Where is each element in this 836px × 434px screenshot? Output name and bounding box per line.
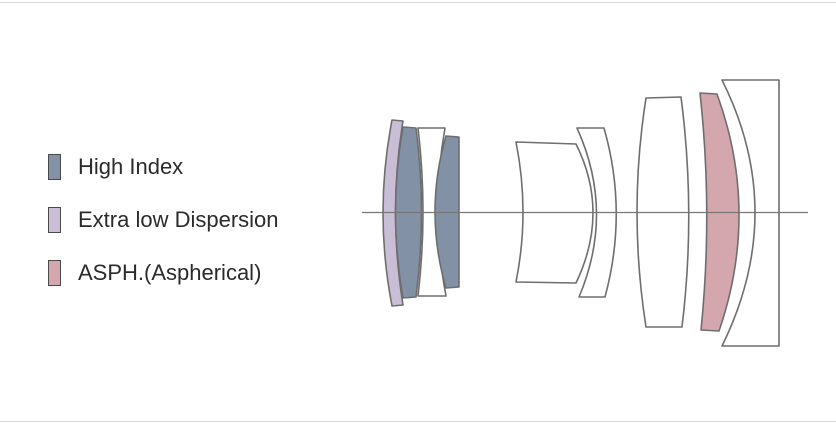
legend: High Index Extra low Dispersion ASPH.(As… (48, 140, 279, 299)
extra-low-dispersion-swatch (48, 206, 61, 233)
legend-label-aspherical: ASPH.(Aspherical) (78, 259, 262, 285)
high-index-swatch (48, 153, 61, 180)
legend-item-aspherical: ASPH.(Aspherical) (48, 246, 279, 299)
lens-element-9-plain (721, 79, 780, 347)
aspherical-swatch (48, 259, 61, 286)
legend-item-extra-low-dispersion: Extra low Dispersion (48, 193, 279, 246)
bottom-border (0, 421, 836, 422)
top-border (0, 2, 836, 3)
legend-item-high-index: High Index (48, 140, 279, 193)
legend-label-extra-low-dispersion: Extra low Dispersion (78, 206, 279, 232)
legend-label-high-index: High Index (78, 153, 184, 179)
